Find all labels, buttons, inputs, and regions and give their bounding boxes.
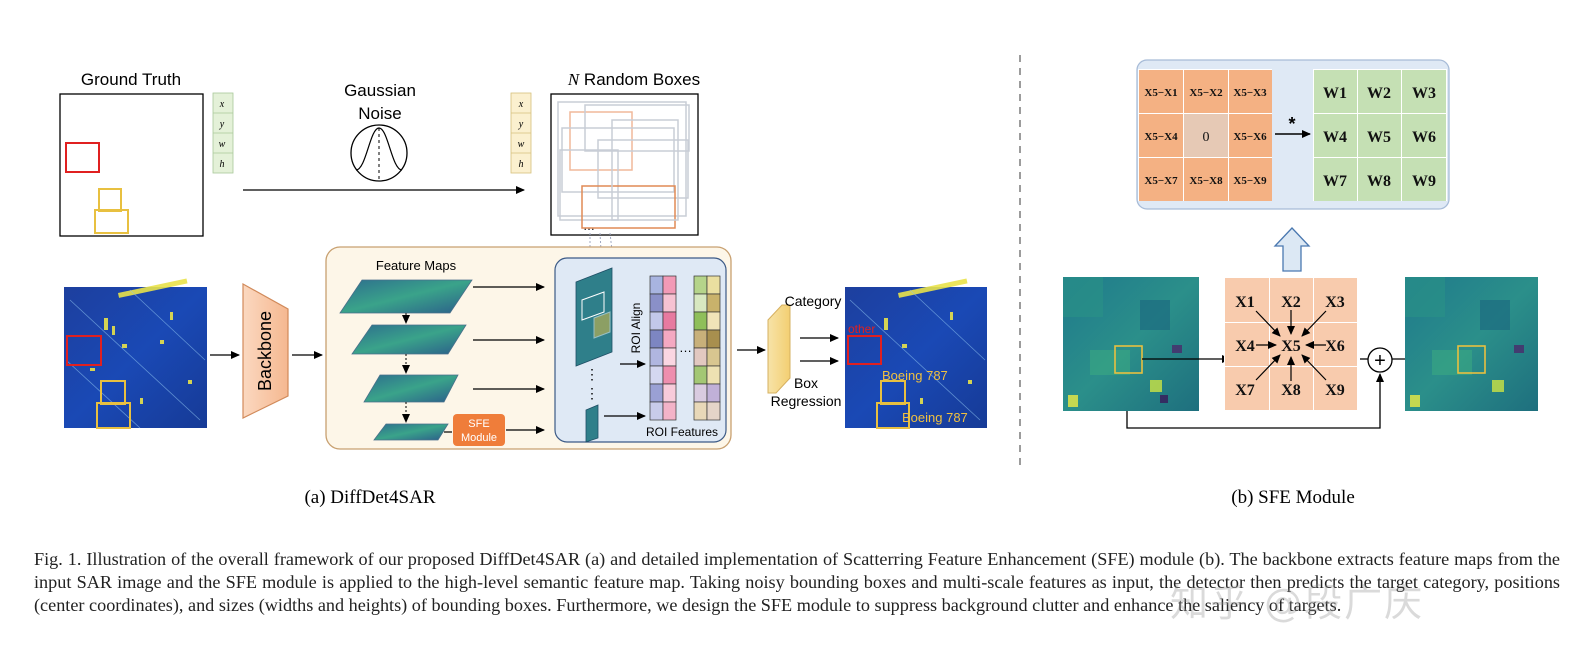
gt-coord-x: x — [219, 99, 225, 110]
roi-feature-col-2 — [662, 275, 677, 421]
x-cell-8: X8 — [1281, 382, 1301, 399]
x-cell-7: X7 — [1235, 382, 1255, 399]
rand-coord-w: w — [518, 139, 525, 150]
gt-coord-column: x y w h — [212, 92, 234, 174]
random-boxes-ellipsis: … — [583, 219, 595, 233]
roi-features-label: ROI Features — [646, 425, 718, 439]
gaussian-icon — [350, 124, 408, 182]
gaussian-label: Gaussian — [344, 81, 416, 100]
sum-symbol: + — [1374, 350, 1386, 372]
det-label-boeing-1: Boeing 787 — [882, 368, 948, 383]
weight-cell-2: W2 — [1367, 85, 1391, 102]
weight-cell-6: W6 — [1412, 129, 1436, 146]
weight-cell-5: W5 — [1367, 129, 1391, 146]
figure-caption: Fig. 1. Illustration of the overall fram… — [34, 549, 1560, 615]
x-cell-9: X9 — [1325, 382, 1345, 399]
diff-cell-5: 0 — [1203, 130, 1210, 145]
roi-dots-2: ⋮ — [585, 385, 599, 401]
conv-symbol: * — [1288, 114, 1295, 134]
prediction-head — [767, 304, 791, 394]
diff-cell-4: X5−X4 — [1144, 131, 1178, 143]
x-cell-5: X5 — [1281, 338, 1301, 355]
rand-coord-h: h — [519, 159, 524, 170]
roi-feature-col-1 — [649, 275, 664, 421]
weight-cell-1: W1 — [1323, 85, 1347, 102]
x-cell-4: X4 — [1235, 338, 1255, 355]
random-boxes — [557, 101, 690, 229]
noise-label: Noise — [358, 104, 401, 123]
diff-cell-2: X5−X2 — [1189, 87, 1223, 99]
box-label: Box — [794, 375, 818, 391]
watermark: 知乎 @段广庆 — [1170, 581, 1425, 625]
gt-coord-h: h — [220, 159, 225, 170]
roi-feature-col-3 — [693, 275, 708, 421]
diff-cell-9: X5−X9 — [1233, 175, 1267, 187]
up-arrow-icon — [1273, 227, 1311, 272]
det-label-other: other — [848, 322, 875, 336]
x-cell-1: X1 — [1235, 294, 1255, 311]
weight-cell-4: W4 — [1323, 129, 1347, 146]
panel-a: Ground Truth x y w h Gaussian Noise — [59, 70, 987, 508]
weight-cell-8: W8 — [1367, 173, 1391, 190]
neighborhood-arrows — [1255, 310, 1327, 381]
random-boxes-frame — [550, 93, 699, 236]
subcaption-a: (a) DiffDet4SAR — [304, 487, 435, 508]
ground-truth-box — [59, 93, 204, 237]
weight-cell-7: W7 — [1323, 173, 1347, 190]
panel-b: X5−X1 X5−X2 X5−X3 X5−X4 0 X5−X6 X5−X7 X5… — [1063, 59, 1538, 508]
det-label-boeing-2: Boeing 787 — [902, 410, 968, 425]
category-label: Category — [785, 293, 842, 309]
roi-dots-1: ⋮ — [585, 366, 599, 382]
gt-yellow-bbox — [94, 209, 129, 234]
random-coord-column: x y w h — [510, 92, 532, 174]
diff-cell-6: X5−X6 — [1233, 131, 1267, 143]
skip-connection-arrow — [1126, 373, 1384, 429]
ground-truth-label: Ground Truth — [81, 70, 181, 89]
gt-coord-y: y — [219, 119, 225, 130]
diff-cell-7: X5−X7 — [1144, 175, 1178, 187]
rand-coord-x: x — [518, 99, 524, 110]
sfe-module-box — [453, 414, 505, 446]
output-sar-image — [845, 278, 987, 429]
diff-grid — [1138, 69, 1272, 201]
diff-cell-3: X5−X3 — [1233, 87, 1267, 99]
input-sar-image — [64, 278, 207, 429]
roi-pyramid — [575, 267, 613, 443]
backbone-label: Backbone — [255, 311, 275, 391]
sum-icon — [1367, 347, 1393, 373]
roi-feature-col-4 — [706, 275, 721, 421]
input-feature-heatmap — [1063, 277, 1199, 411]
regression-label: Regression — [771, 393, 842, 409]
weight-grid — [1313, 69, 1447, 201]
rand-coord-y: y — [518, 119, 524, 130]
feature-maps-label: Feature Maps — [376, 258, 457, 273]
subcaption-b: (b) SFE Module — [1231, 487, 1355, 508]
x-cell-3: X3 — [1325, 294, 1345, 311]
roi-features-ellipsis: … — [679, 340, 692, 355]
diff-cell-8: X5−X8 — [1189, 175, 1223, 187]
gt-red-bbox — [65, 142, 100, 173]
roi-align-label: ROI Align — [629, 303, 643, 354]
weight-cell-9: W9 — [1412, 173, 1436, 190]
x-cell-6: X6 — [1325, 338, 1345, 355]
sfe-module-label-1: SFE — [468, 418, 489, 430]
output-feature-heatmap — [1405, 277, 1538, 411]
x-cell-2: X2 — [1281, 294, 1301, 311]
random-boxes-label: N Random Boxes — [567, 70, 700, 89]
weight-cell-3: W3 — [1412, 85, 1436, 102]
diff-cell-1: X5−X1 — [1144, 87, 1177, 99]
backbone-block — [242, 282, 289, 419]
sfe-module-label-2: Module — [461, 432, 497, 444]
feature-map-stack — [339, 279, 473, 441]
gt-coord-w: w — [219, 139, 226, 150]
